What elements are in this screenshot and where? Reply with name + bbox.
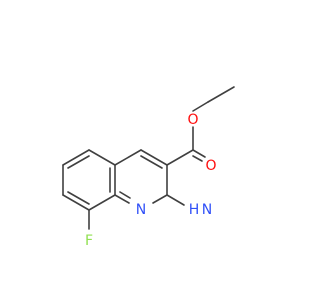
- double-bond-inner: [67, 191, 90, 205]
- molecule-diagram: O O N H N F: [62, 86, 235, 249]
- bond: [152, 194, 168, 204]
- double-bond-inner: [140, 155, 163, 169]
- double-bond-inner: [67, 155, 90, 169]
- bond: [114, 194, 130, 204]
- bond: [140, 149, 168, 166]
- bond: [62, 149, 90, 166]
- amino-h-label: H: [189, 202, 200, 218]
- carbonyl-oxygen-label: O: [205, 158, 216, 174]
- bond: [166, 149, 194, 166]
- bond: [192, 149, 206, 158]
- structure-drawing: O O N H N F: [62, 86, 235, 249]
- bond: [207, 86, 235, 103]
- bond: [88, 194, 116, 211]
- bond: [88, 149, 116, 166]
- bond: [166, 194, 185, 206]
- bond: [114, 149, 142, 166]
- amino-n-label: N: [202, 202, 212, 218]
- double-bond-inner: [192, 155, 203, 162]
- fluorine-label: F: [85, 233, 93, 249]
- ester-oxygen-label: O: [187, 112, 198, 128]
- ring-nitrogen-label: N: [136, 202, 146, 218]
- double-bond-inner: [119, 191, 131, 199]
- bond: [192, 101, 209, 112]
- bond: [62, 194, 90, 211]
